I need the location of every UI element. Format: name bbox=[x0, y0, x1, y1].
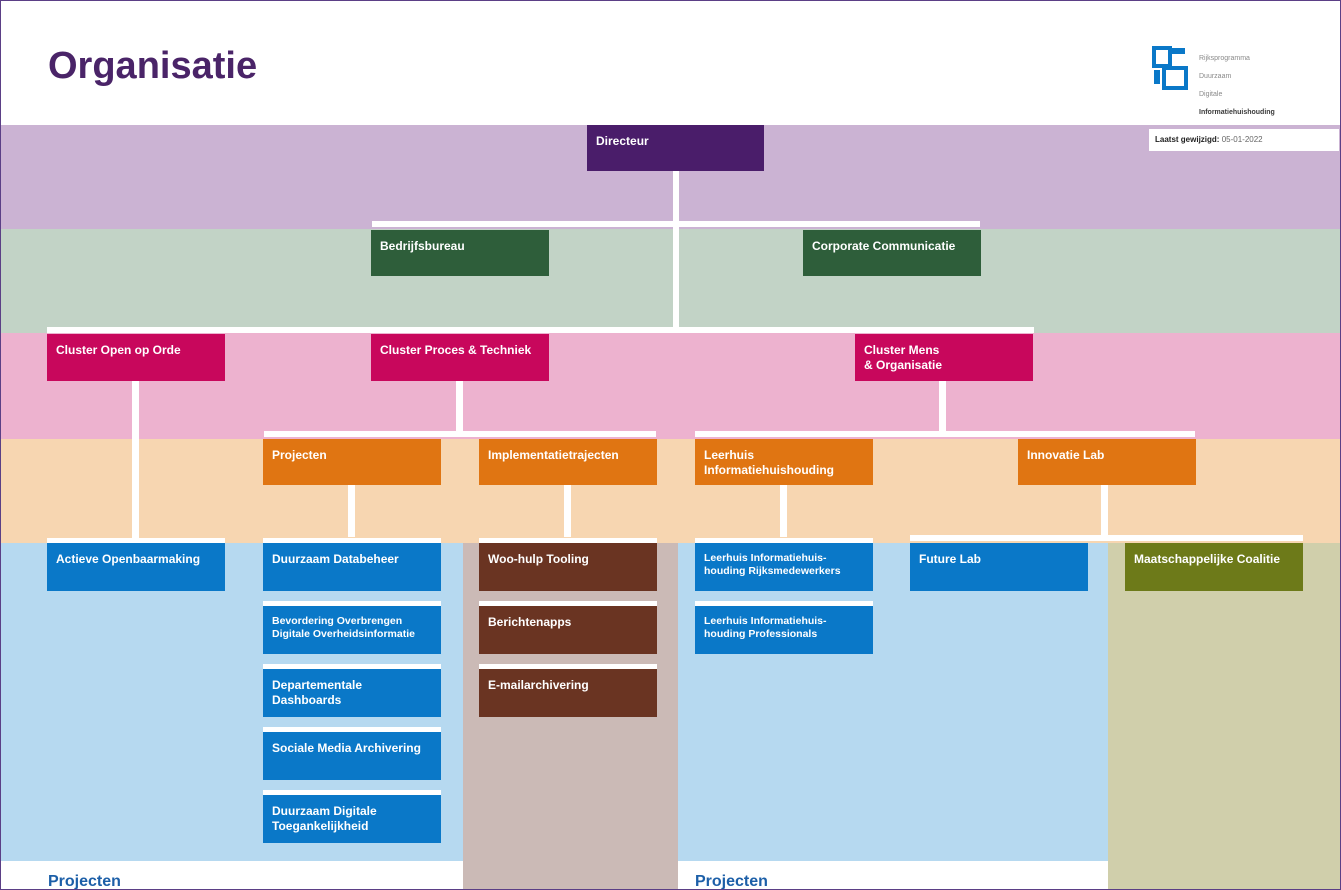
footer-left: Projecten bbox=[1, 861, 463, 890]
connector-line bbox=[1101, 485, 1108, 537]
node-innovatie-lab: Innovatie Lab bbox=[1018, 439, 1196, 485]
last-modified-date: 05-01-2022 bbox=[1221, 135, 1263, 144]
footer-right: Projecten bbox=[678, 861, 1108, 890]
node-bedrijfsbureau: Bedrijfsbureau bbox=[371, 230, 549, 276]
node-actieve-openbaarmaking: Actieve Openbaarmaking bbox=[47, 543, 225, 591]
separator-line bbox=[263, 790, 441, 795]
node-bevordering: Bevordering Overbrengen Digitale Overhei… bbox=[263, 606, 441, 654]
connector-line bbox=[780, 485, 787, 537]
separator-line bbox=[47, 538, 225, 543]
node-woo-hulp-tooling: Woo-hulp Tooling bbox=[479, 543, 657, 591]
column-leerhuis-blue bbox=[678, 543, 1108, 889]
connector-line bbox=[673, 171, 679, 331]
footer-projecten-left: Projecten bbox=[48, 873, 121, 890]
node-e-mailarchivering: E-mailarchivering bbox=[479, 669, 657, 717]
logo-line: Rijksprogramma bbox=[1199, 55, 1250, 62]
node-departementale-dashboards: Departementale Dashboards bbox=[263, 669, 441, 717]
footer-projecten-right: Projecten bbox=[695, 873, 768, 890]
node-cluster-open-op-orde: Cluster Open op Orde bbox=[47, 334, 225, 381]
node-sociale-media-archivering: Sociale Media Archivering bbox=[263, 732, 441, 780]
logo-line: Informatiehuishouding bbox=[1199, 109, 1275, 116]
node-cluster-mens-organisatie: Cluster Mens & Organisatie bbox=[855, 334, 1033, 381]
separator-line bbox=[695, 601, 873, 606]
last-modified: Laatst gewijzigd: 05-01-2022 bbox=[1149, 129, 1339, 151]
node-corporate-communicatie: Corporate Communicatie bbox=[803, 230, 981, 276]
node-projecten: Projecten bbox=[263, 439, 441, 485]
node-cluster-proces-techniek: Cluster Proces & Techniek bbox=[371, 334, 549, 381]
logo-line: Duurzaam bbox=[1199, 73, 1232, 80]
separator-line bbox=[263, 727, 441, 732]
connector-line bbox=[372, 221, 980, 227]
connector-line bbox=[939, 381, 946, 433]
band-staff bbox=[1, 229, 1340, 333]
separator-line bbox=[263, 664, 441, 669]
connector-line bbox=[47, 327, 1034, 333]
logo-line: Digitale bbox=[1199, 91, 1223, 98]
page-title: Organisatie bbox=[48, 45, 258, 87]
node-future-lab: Future Lab bbox=[910, 543, 1088, 591]
node-leerhuis: Leerhuis Informatiehuishouding bbox=[695, 439, 873, 485]
connector-line bbox=[132, 381, 139, 543]
program-logo: Rijksprogramma Duurzaam Digitale Informa… bbox=[1151, 45, 1311, 116]
node-directeur: Directeur bbox=[587, 125, 764, 171]
connector-line bbox=[910, 535, 1303, 541]
separator-line bbox=[479, 664, 657, 669]
logo-text: Rijksprogramma Duurzaam Digitale Informa… bbox=[1199, 45, 1275, 126]
node-duurzaam-databeheer: Duurzaam Databeheer bbox=[263, 543, 441, 591]
connector-line bbox=[348, 485, 355, 537]
separator-line bbox=[695, 538, 873, 543]
separator-line bbox=[479, 538, 657, 543]
logo-mark-icon bbox=[1152, 46, 1188, 90]
connector-line bbox=[456, 381, 463, 433]
node-leerhuis-professionals: Leerhuis Informatiehuis- houding Profess… bbox=[695, 606, 873, 654]
node-leerhuis-rijksmedewerkers: Leerhuis Informatiehuis- houding Rijksme… bbox=[695, 543, 873, 591]
node-berichtenapps: Berichtenapps bbox=[479, 606, 657, 654]
last-modified-label: Laatst gewijzigd: bbox=[1155, 135, 1220, 144]
connector-line bbox=[264, 431, 656, 437]
connector-line bbox=[695, 431, 1195, 437]
separator-line bbox=[263, 538, 441, 543]
separator-line bbox=[479, 601, 657, 606]
connector-line bbox=[564, 485, 571, 537]
node-implementatietrajecten: Implementatietrajecten bbox=[479, 439, 657, 485]
column-coalition bbox=[1108, 543, 1340, 889]
separator-line bbox=[263, 601, 441, 606]
node-maatschappelijke-coalitie: Maatschappelijke Coalitie bbox=[1125, 543, 1303, 591]
node-duurzaam-digitale-toegankelijkheid: Duurzaam Digitale Toegankelijkheid bbox=[263, 795, 441, 843]
